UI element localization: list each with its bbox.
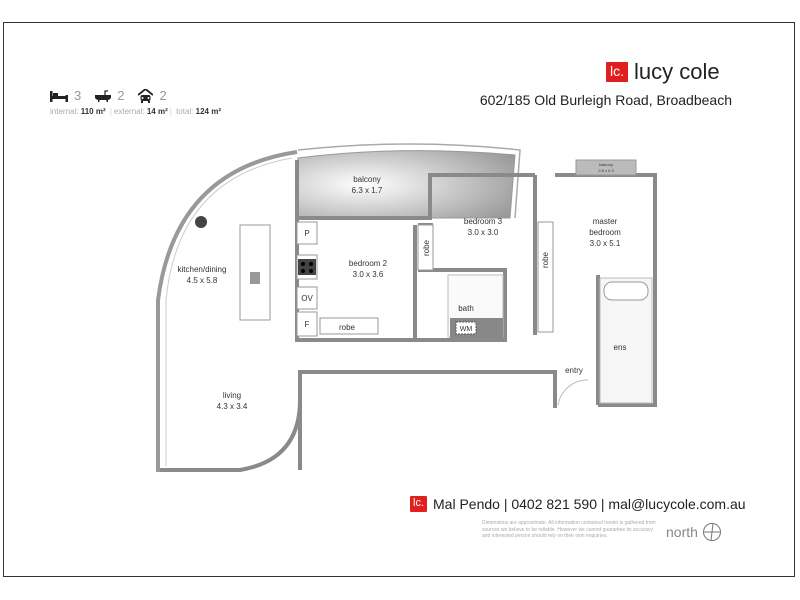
- property-stats: 3 2 2: [50, 88, 167, 103]
- internal-label: internal:: [50, 107, 79, 116]
- kitchen-bench: [296, 221, 318, 337]
- north-label: north: [666, 524, 698, 540]
- fridge-label: F: [305, 320, 310, 329]
- balcony-area: [297, 150, 516, 219]
- bathtub: [603, 281, 649, 301]
- room-label: robe: [541, 251, 550, 268]
- bathrooms-count: 2: [117, 88, 125, 103]
- robe-bedroom3: [417, 224, 434, 271]
- washing-machine-label: WM: [460, 326, 473, 333]
- room-label: master: [593, 217, 618, 226]
- room-label: 6.3 x 1.7: [352, 186, 383, 195]
- entry-door-swing: [557, 379, 589, 406]
- room-label: 4.3 x 3.4: [217, 402, 248, 411]
- internal-value: 110 m²: [80, 107, 106, 116]
- room-label: entry: [565, 366, 583, 375]
- bath-icon: [95, 90, 112, 102]
- logo-mark: lc.: [606, 62, 628, 82]
- agent-contact: lc. Mal Pendo | 0402 821 590 | mal@lucyc…: [410, 496, 746, 512]
- small-balcony: [575, 159, 637, 176]
- total-label: total:: [176, 107, 194, 116]
- room-label: 3.0 x 3.6: [353, 270, 384, 279]
- room-label: 2.8 x 0.3: [598, 168, 614, 173]
- room-label: living: [223, 391, 241, 400]
- room-label: bath: [458, 304, 474, 313]
- room-label: bedroom 2: [349, 259, 388, 268]
- external-value: 14 m²: [146, 107, 168, 116]
- external-label: external:: [113, 107, 145, 116]
- contact-text: Mal Pendo | 0402 821 590 | mal@lucycole.…: [433, 496, 746, 512]
- robe-master: [537, 221, 554, 333]
- total-value: 124 m²: [195, 107, 221, 116]
- property-address: 602/185 Old Burleigh Road, Broadbeach: [479, 92, 732, 108]
- bedrooms-count: 3: [74, 88, 82, 103]
- brand-name: lucy cole: [634, 59, 720, 84]
- bedrooms-stat: 3: [50, 88, 81, 103]
- room-label: balcony: [353, 175, 381, 184]
- brand-logo: lc. lucy cole: [606, 59, 720, 85]
- room-label: ens: [614, 343, 627, 352]
- balcony-balustrade: [297, 143, 521, 219]
- area-summary: internal: 110 m² |external: 14 m²| total…: [50, 107, 221, 116]
- room-label: robe: [422, 239, 431, 256]
- room-label: kitchen/dining: [178, 265, 227, 274]
- room-label: robe: [339, 323, 356, 332]
- north-indicator: north: [666, 522, 722, 542]
- disclaimer: Dimensions are approximate. All informat…: [482, 520, 656, 539]
- bed-icon: [50, 90, 68, 102]
- room-label: bedroom 3: [464, 217, 503, 226]
- room-label: 3.0 x 5.1: [590, 239, 621, 248]
- room-label: balcony: [599, 162, 613, 167]
- island-sink: [250, 272, 260, 284]
- parking-count: 2: [159, 88, 167, 103]
- cooktop-icon: [298, 259, 316, 275]
- bathrooms-stat: 2: [95, 88, 124, 103]
- room-label: 4.5 x 5.8: [187, 276, 218, 285]
- column: [195, 216, 207, 228]
- robe-bedroom2: [319, 317, 379, 335]
- page-frame: [3, 22, 795, 577]
- compass-icon: [702, 523, 721, 541]
- room-label: bedroom: [589, 228, 621, 237]
- curved-facade: [156, 150, 298, 472]
- oven-label: OV: [301, 294, 313, 303]
- parking-stat: 2: [138, 88, 167, 103]
- pantry-label: P: [304, 229, 309, 238]
- garage-car-icon: [138, 88, 154, 103]
- contact-logo-mark: lc.: [410, 496, 427, 512]
- room-label: 3.0 x 3.0: [468, 228, 499, 237]
